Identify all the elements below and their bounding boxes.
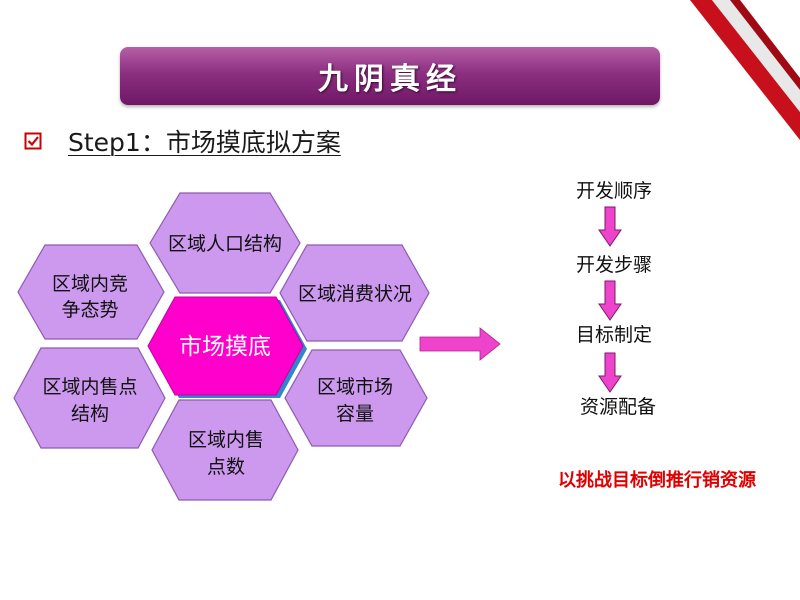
flow-down-arrow-1 (598, 206, 622, 247)
hex-label-left-top-1: 区域内竞 (52, 273, 128, 295)
hex-label-left-bottom-1: 区域内售点 (42, 376, 137, 398)
hex-label-right-bottom-1: 区域市场 (317, 376, 393, 398)
hex-label-center: 市场摸底 (179, 334, 271, 360)
hex-label-top: 区域人口结构 (168, 233, 282, 255)
flow-down-arrow-2 (598, 280, 622, 321)
page-title: 九阴真经 (318, 62, 462, 97)
title-banner: 九阴真经 (120, 47, 660, 105)
flow-step-3: 目标制定 (576, 324, 652, 346)
hex-consumption-status (279, 244, 430, 342)
hex-label-bottom-2: 点数 (207, 456, 245, 478)
hex-outlet-count (151, 399, 299, 501)
flow-down-arrow-3 (598, 352, 622, 393)
hex-label-right-top-1: 区域消费状况 (298, 283, 412, 305)
hex-label-bottom-1: 区域内售 (188, 429, 264, 451)
hex-label-left-top-2: 争态势 (61, 299, 118, 321)
hex-market-survey (147, 296, 304, 396)
flow-note: 以挑战目标倒推行销资源 (558, 469, 756, 491)
flow-step-2: 开发步骤 (576, 254, 652, 276)
checkbox-icon (24, 132, 42, 150)
step-heading: Step1：市场摸底拟方案 (24, 124, 341, 158)
flow-step-1: 开发顺序 (576, 180, 652, 202)
hex-competition (17, 244, 165, 340)
step-title: Step1：市场摸底拟方案 (68, 128, 341, 157)
hex-population-structure (149, 192, 301, 294)
flow-arrow-right (419, 327, 501, 361)
hex-market-capacity (284, 349, 428, 447)
flow-step-4: 资源配备 (580, 396, 656, 418)
hex-label-left-bottom-2: 结构 (71, 403, 109, 425)
hex-outlet-structure (13, 347, 166, 449)
hex-label-right-bottom-2: 容量 (336, 403, 374, 425)
corner-ribbon-decoration (690, 0, 800, 140)
